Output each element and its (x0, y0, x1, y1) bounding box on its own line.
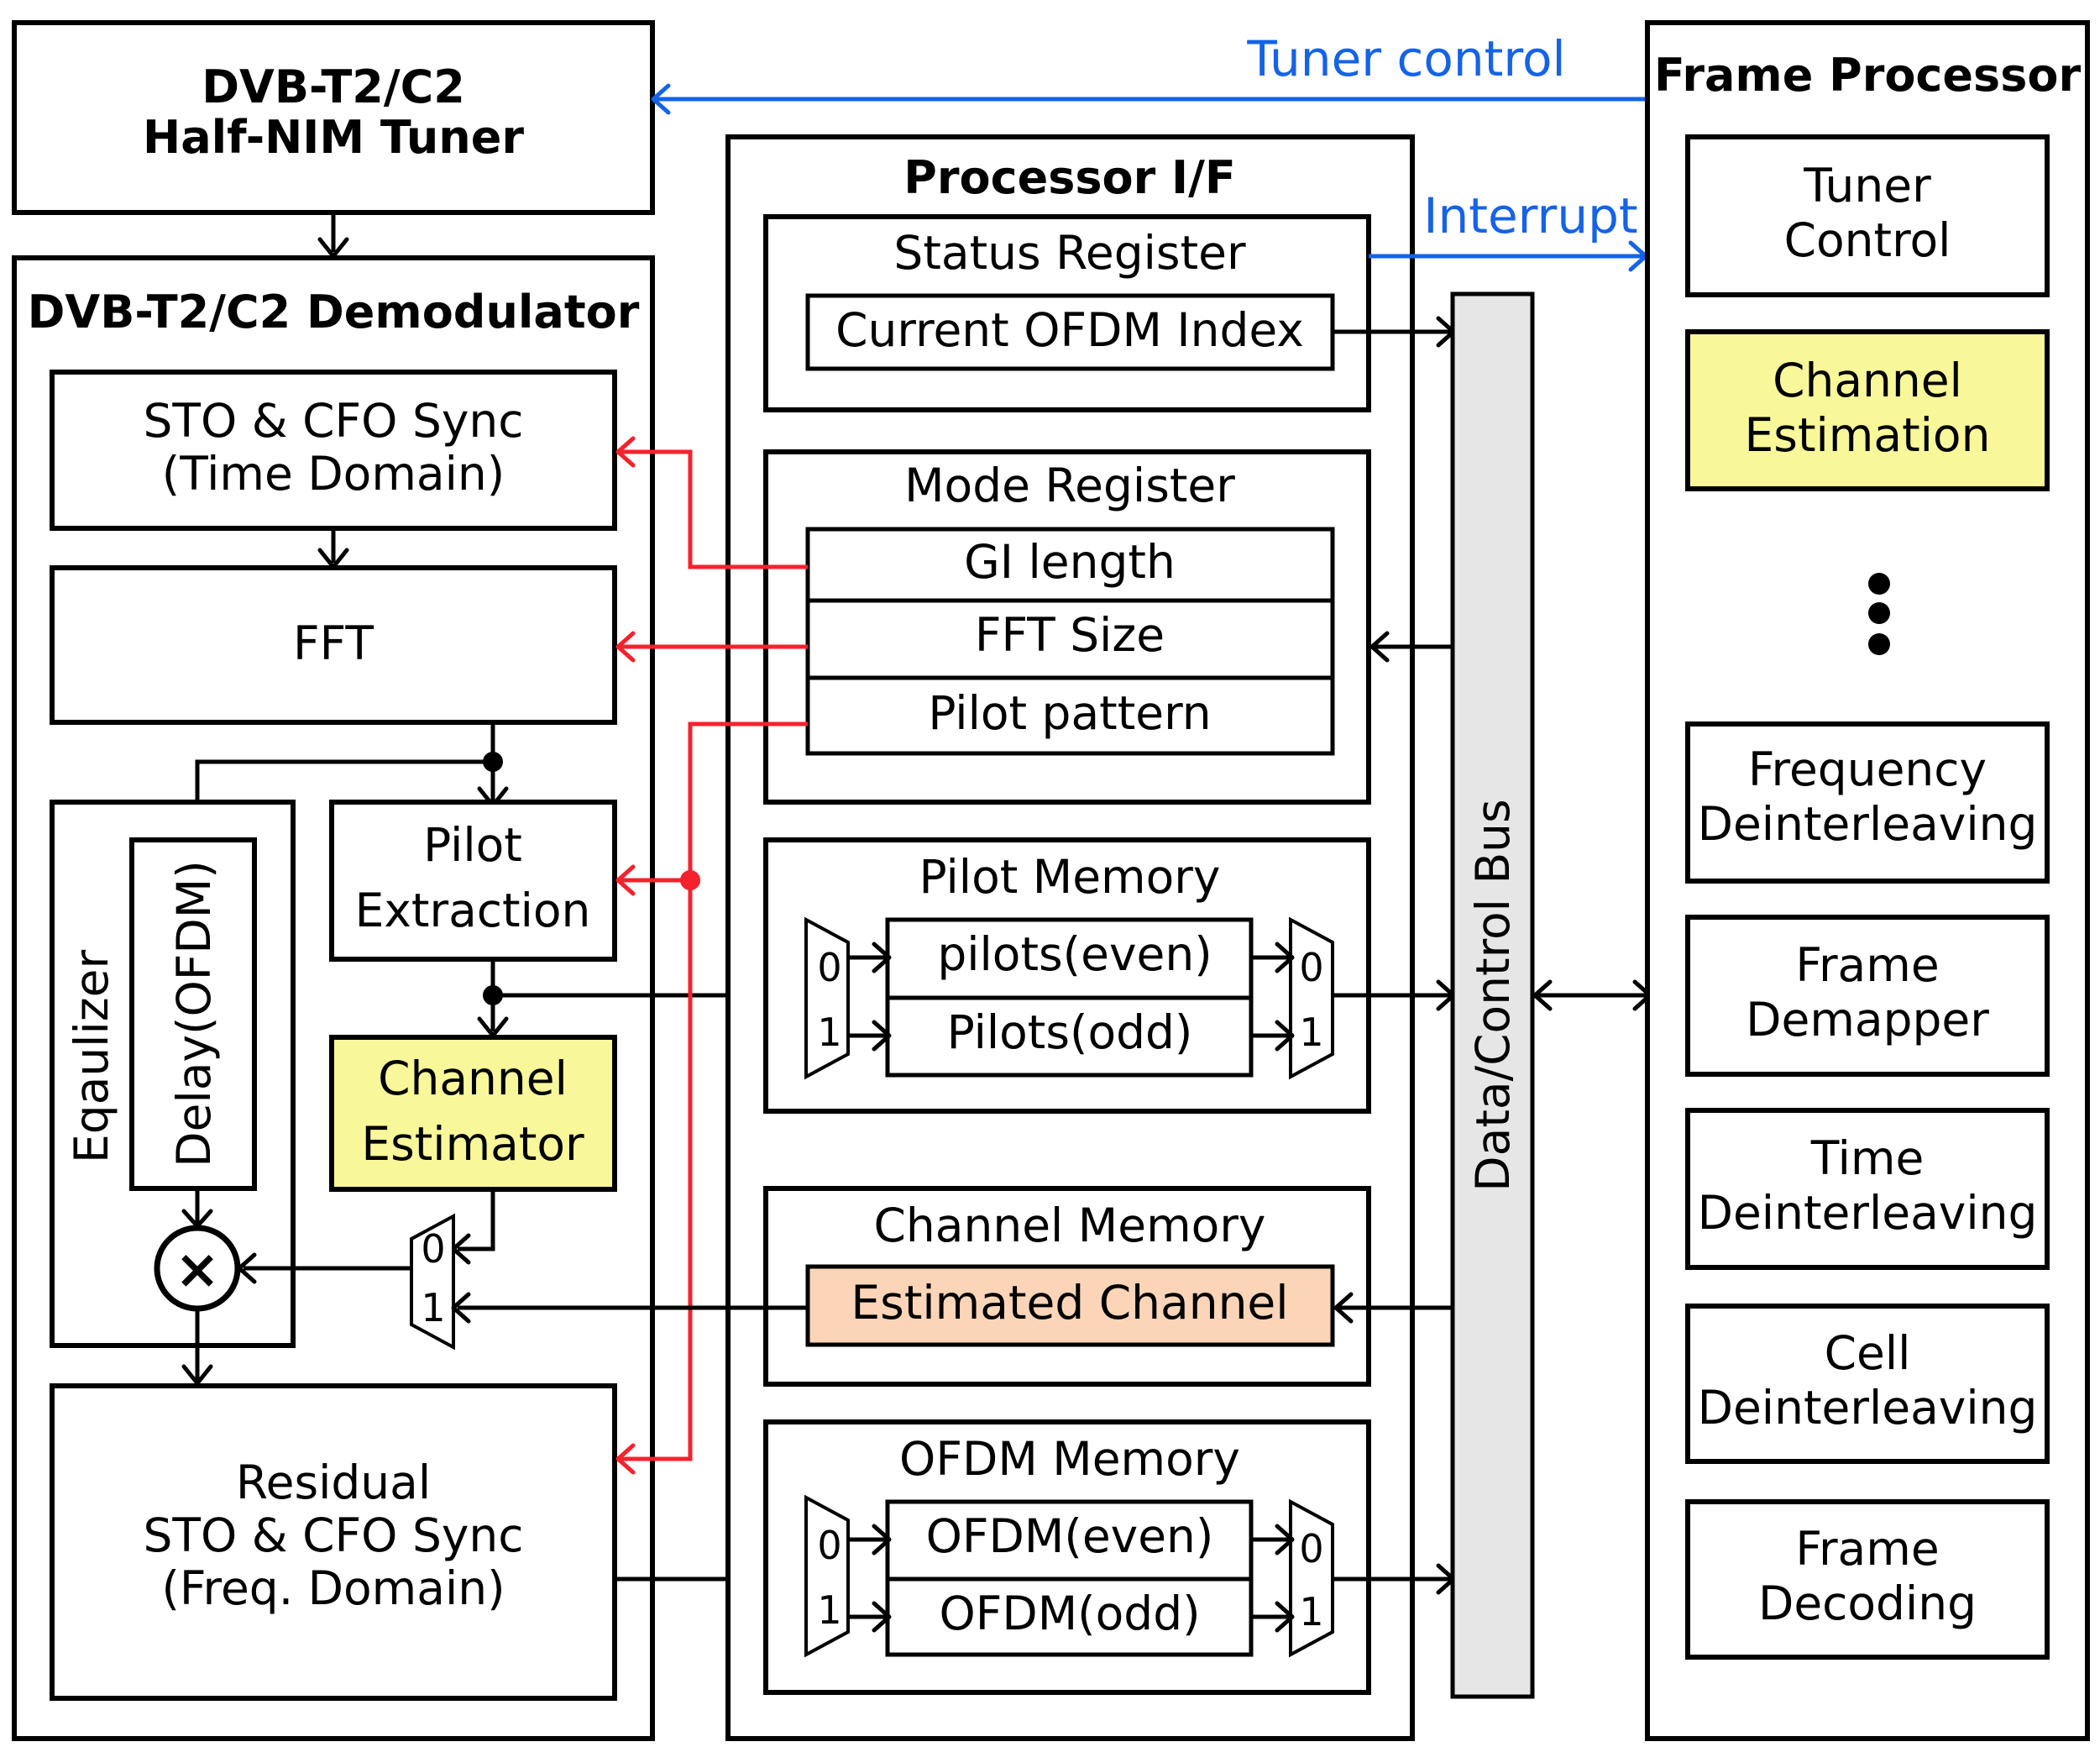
channel-memory: Channel Memory Estimated Channel (763, 1186, 1371, 1387)
bus-label: Data/Control Bus (1466, 799, 1520, 1191)
estimated-channel-field: Estimated Channel (851, 1276, 1288, 1330)
fp-frequency-deinterleaving: Frequency Deinterleaving (1685, 721, 2050, 884)
ofdm-mux-in-1: 1 (817, 1587, 841, 1633)
sto-cfo-line2: (Time Domain) (162, 447, 505, 501)
fp-freq-deint-line1: Frequency (1748, 742, 1987, 796)
processor-if-title: Processor I/F (903, 151, 1235, 204)
fp-time-deint-line1: Time (1810, 1131, 1925, 1185)
pilot-demux-out-1: 1 (1299, 1010, 1323, 1055)
fp-cell-deint-line1: Cell (1825, 1326, 1911, 1380)
fp-cell-deinterleaving: Cell Deinterleaving (1685, 1304, 2050, 1464)
ofdm-demux-out-0: 0 (1299, 1526, 1323, 1571)
sto-cfo-line1: STO & CFO Sync (143, 394, 523, 448)
pilots-odd-bank: Pilots(odd) (947, 1005, 1193, 1059)
ofdm-even-bank: OFDM(even) (926, 1509, 1214, 1563)
residual-line3: (Freq. Domain) (161, 1561, 505, 1615)
residual-sync-block: Residual STO & CFO Sync (Freq. Domain) (50, 1383, 617, 1701)
fp-frame-demapper-line2: Demapper (1746, 993, 1989, 1047)
fft-size-field: FFT Size (975, 608, 1165, 662)
channel-memory-title: Channel Memory (874, 1199, 1266, 1252)
pilots-even-bank: pilots(even) (937, 927, 1212, 981)
mode-register-title: Mode Register (904, 459, 1235, 512)
channel-estimator-line2: Estimator (361, 1117, 584, 1171)
ofdm-memory-title: OFDM Memory (899, 1432, 1240, 1486)
ofdm-memory: OFDM Memory 0 1 OFDM(even) OFDM(odd) 0 1 (763, 1419, 1371, 1695)
channel-estimator-line1: Channel (378, 1052, 568, 1105)
tuner-control-signal-label: Tuner control (1246, 30, 1565, 87)
fp-channel-estimation: Channel Estimation (1685, 329, 2050, 491)
fft-label: FFT (293, 616, 374, 670)
tuner-title-line1: DVB-T2/C2 (202, 60, 465, 113)
gi-length-field: GI length (964, 535, 1176, 589)
status-register-title: Status Register (893, 226, 1246, 280)
pilot-pattern-field: Pilot pattern (928, 686, 1211, 740)
sto-cfo-sync-block: STO & CFO Sync (Time Domain) (50, 370, 617, 531)
fp-freq-deint-line2: Deinterleaving (1698, 797, 2038, 851)
multiplier-symbol: × (175, 1239, 220, 1301)
frame-processor-title: Frame Processor (1654, 49, 2082, 102)
ofdm-mux-in-0: 0 (817, 1523, 841, 1568)
pilot-memory: Pilot Memory 0 1 pilots(even) Pilots(odd… (763, 837, 1371, 1114)
pilot-extraction-block: Pilot Extraction (329, 800, 617, 962)
fp-time-deinterleaving: Time Deinterleaving (1685, 1108, 2050, 1270)
current-ofdm-index-field: Current OFDM Index (835, 303, 1304, 357)
demod-mux: 0 1 (410, 1213, 455, 1351)
fp-time-deint-line2: Deinterleaving (1698, 1186, 2038, 1240)
channel-estimator-block: Channel Estimator (329, 1035, 617, 1192)
ofdm-demux-out-1: 1 (1299, 1589, 1323, 1634)
fp-frame-decoding-line2: Decoding (1758, 1576, 1977, 1630)
demod-mux-in0: 0 (421, 1226, 445, 1272)
fp-frame-demapper: Frame Demapper (1685, 915, 2050, 1077)
fft-block: FFT (50, 565, 617, 725)
ellipsis-dots (1868, 573, 1890, 655)
equalizer-label: Eqaulizer (65, 950, 118, 1163)
tuner-title-line2: Half-NIM Tuner (143, 111, 524, 164)
interrupt-signal-label: Interrupt (1423, 187, 1637, 244)
fp-frame-decoding: Frame Decoding (1685, 1499, 2050, 1660)
fp-channel-estimation-line1: Channel (1773, 354, 1962, 407)
tuner-block: DVB-T2/C2 Half-NIM Tuner (12, 20, 655, 215)
residual-line2: STO & CFO Sync (143, 1508, 523, 1562)
delay-ofdm-block: Delay(OFDM) (129, 837, 257, 1191)
pilot-memory-title: Pilot Memory (919, 850, 1221, 904)
demodulator-title: DVB-T2/C2 Demodulator (28, 286, 640, 338)
multiplier-node: × (154, 1225, 241, 1312)
fp-cell-deint-line2: Deinterleaving (1698, 1381, 2038, 1435)
fp-tuner-control-line1: Tuner (1803, 159, 1931, 212)
fp-frame-demapper-line1: Frame (1795, 938, 1939, 992)
fp-tuner-control-line2: Control (1784, 213, 1951, 267)
residual-line1: Residual (236, 1456, 431, 1509)
pilot-extraction-line1: Pilot (423, 818, 522, 872)
status-register: Status Register Current OFDM Index (763, 214, 1371, 412)
pilot-extraction-line2: Extraction (355, 884, 591, 937)
fp-tuner-control: Tuner Control (1685, 134, 2050, 297)
delay-ofdm-label: Delay(OFDM) (167, 860, 221, 1167)
data-control-bus: Data/Control Bus (1450, 291, 1535, 1699)
mode-register: Mode Register GI length FFT Size Pilot p… (763, 449, 1371, 805)
demod-mux-in1: 1 (421, 1285, 445, 1330)
fp-frame-decoding-line1: Frame (1795, 1522, 1939, 1576)
pilot-mux-in-0: 0 (817, 945, 841, 990)
fp-channel-estimation-line2: Estimation (1745, 408, 1991, 462)
ofdm-odd-bank: OFDM(odd) (939, 1587, 1200, 1640)
pilot-demux-out-0: 0 (1299, 945, 1323, 990)
pilot-mux-in-1: 1 (817, 1010, 841, 1055)
